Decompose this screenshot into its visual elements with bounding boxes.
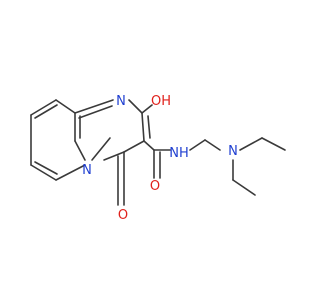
molecule-canvas: N N OH O O NH N [30,94,286,223]
molecule-structure: N N OH O O NH N [30,94,286,223]
bond-line [55,99,76,114]
bond-line [78,105,113,119]
bond-line [34,104,58,119]
bond-line [91,137,111,161]
bond-line [34,161,58,175]
atom-label-amine-n: N [228,144,238,159]
bond-line [128,99,143,114]
bond-line [30,164,57,181]
bond-line [239,137,263,151]
bond-line [147,115,151,139]
bond-line [232,179,256,196]
bond-line [141,112,145,142]
atom-label-amide-o: O [150,179,160,194]
bond-line [30,99,57,116]
atom-label-ring-n-fused: N [82,163,92,178]
bond-line [141,104,153,114]
bond-line [103,151,125,161]
bond-line [261,137,286,151]
bond-line [189,139,206,151]
atom-label-amide-nh: NH [169,146,189,161]
atom-label-hydroxyl: OH [151,94,171,109]
bond-lines [30,99,286,206]
bond-line [204,139,221,151]
bond-line [123,140,145,153]
bond-line [74,140,86,161]
bond-line [143,140,155,151]
bond-line [74,99,114,114]
atom-label-ring-carbonyl-o: O [118,208,128,223]
atom-label-ring-n-top: N [116,94,126,109]
bond-line [55,164,86,181]
